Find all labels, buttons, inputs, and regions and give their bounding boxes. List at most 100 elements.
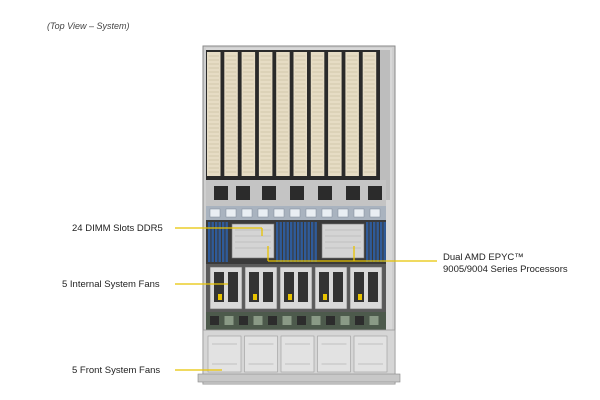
dimm-module <box>276 222 279 262</box>
front-fans-label: 5 Front System Fans <box>72 365 161 376</box>
board-component <box>239 316 248 325</box>
front-bezel <box>197 373 401 383</box>
dimm-module <box>218 222 221 262</box>
cpu-heatsink-2 <box>321 223 365 259</box>
dimm-module <box>314 222 317 262</box>
cpu-label-line2: 9005/9004 Series Processors <box>443 264 568 275</box>
front-fan <box>244 335 278 373</box>
gpu-cards <box>207 52 377 176</box>
dimm-latch <box>305 208 317 218</box>
power-connector <box>262 186 276 200</box>
power-connector <box>318 186 332 200</box>
dimm-latch <box>241 208 253 218</box>
dimm-latch <box>209 208 221 218</box>
board-component <box>311 316 321 325</box>
fan-hub <box>354 272 364 302</box>
board-component <box>224 316 234 325</box>
fan-latch <box>358 294 362 300</box>
gpu-card <box>362 52 377 176</box>
dimm-module <box>366 222 369 262</box>
fan-hub <box>284 272 294 302</box>
dimm-module <box>222 222 225 262</box>
dimm-module <box>304 222 307 262</box>
board-component <box>340 316 350 325</box>
gpu-card <box>258 52 273 176</box>
board-component <box>282 316 292 325</box>
dimm-modules <box>208 222 386 262</box>
fan-hub <box>214 272 224 302</box>
fan-hub <box>228 272 238 302</box>
dimm-latch <box>353 208 365 218</box>
front-fan <box>353 335 388 373</box>
dimm-latch <box>257 208 269 218</box>
dimm-latch <box>321 208 333 218</box>
dimm-latch <box>369 208 381 218</box>
dimm-latch <box>225 208 237 218</box>
dimm-module <box>283 222 286 262</box>
fan-latch <box>323 294 327 300</box>
dimm-module <box>307 222 310 262</box>
dimm-module <box>297 222 300 262</box>
figure-caption: (Top View – System) <box>47 21 130 31</box>
board-parts <box>210 316 379 325</box>
power-connector <box>346 186 360 200</box>
board-component <box>369 316 379 325</box>
dimm-module <box>369 222 372 262</box>
cpu-label-line1: Dual AMD EPYC™ <box>443 252 524 263</box>
gpu-card <box>276 52 290 176</box>
gpu-card <box>224 52 238 176</box>
gpu-card <box>207 52 221 176</box>
fan-hub <box>249 272 259 302</box>
dimm-latch <box>337 208 349 218</box>
front-fan <box>207 335 242 373</box>
dimm-module <box>215 222 218 262</box>
front-fan <box>280 335 315 373</box>
board-component <box>210 316 219 325</box>
power-connector <box>290 186 304 200</box>
cpu-heatsink-1 <box>231 223 275 259</box>
dimm-module <box>380 222 383 262</box>
fan-hub <box>319 272 329 302</box>
board-component <box>297 316 306 325</box>
dimm-module <box>383 222 386 262</box>
dimm-latch <box>289 208 301 218</box>
board-component <box>326 316 335 325</box>
dimm-module <box>290 222 293 262</box>
dimm-module <box>311 222 314 262</box>
dimm-module <box>279 222 282 262</box>
power-connector <box>236 186 250 200</box>
gpu-card <box>345 52 359 176</box>
fan-latch <box>218 294 222 300</box>
fan-hub <box>333 272 343 302</box>
right-rail <box>380 50 390 200</box>
dimm-bar <box>209 208 381 218</box>
gpu-card <box>328 52 342 176</box>
heatsink-fins <box>235 229 361 249</box>
gpu-card <box>293 52 307 176</box>
dimm-module <box>373 222 376 262</box>
front-fans <box>207 335 388 373</box>
dimm-latch <box>273 208 285 218</box>
fan-hub <box>263 272 273 302</box>
dimm-module <box>300 222 303 262</box>
gpu-card <box>310 52 325 176</box>
board-component <box>253 316 263 325</box>
board-component <box>355 316 364 325</box>
dimm-module <box>211 222 214 262</box>
dimm-module <box>225 222 228 262</box>
dimm-module <box>208 222 211 262</box>
front-fan <box>317 335 351 373</box>
internal-fans <box>209 266 383 310</box>
fan-latch <box>253 294 257 300</box>
dimm-module <box>376 222 379 262</box>
fan-hub <box>298 272 308 302</box>
power-connector <box>368 186 382 200</box>
internal-fans-label: 5 Internal System Fans <box>62 279 160 290</box>
dimm-module <box>293 222 296 262</box>
gpu-card <box>241 52 256 176</box>
cpu-label: Dual AMD EPYC™ 9005/9004 Series Processo… <box>443 252 568 276</box>
fan-hub <box>368 272 378 302</box>
gpu-connectors <box>214 186 382 200</box>
fan-latch <box>288 294 292 300</box>
